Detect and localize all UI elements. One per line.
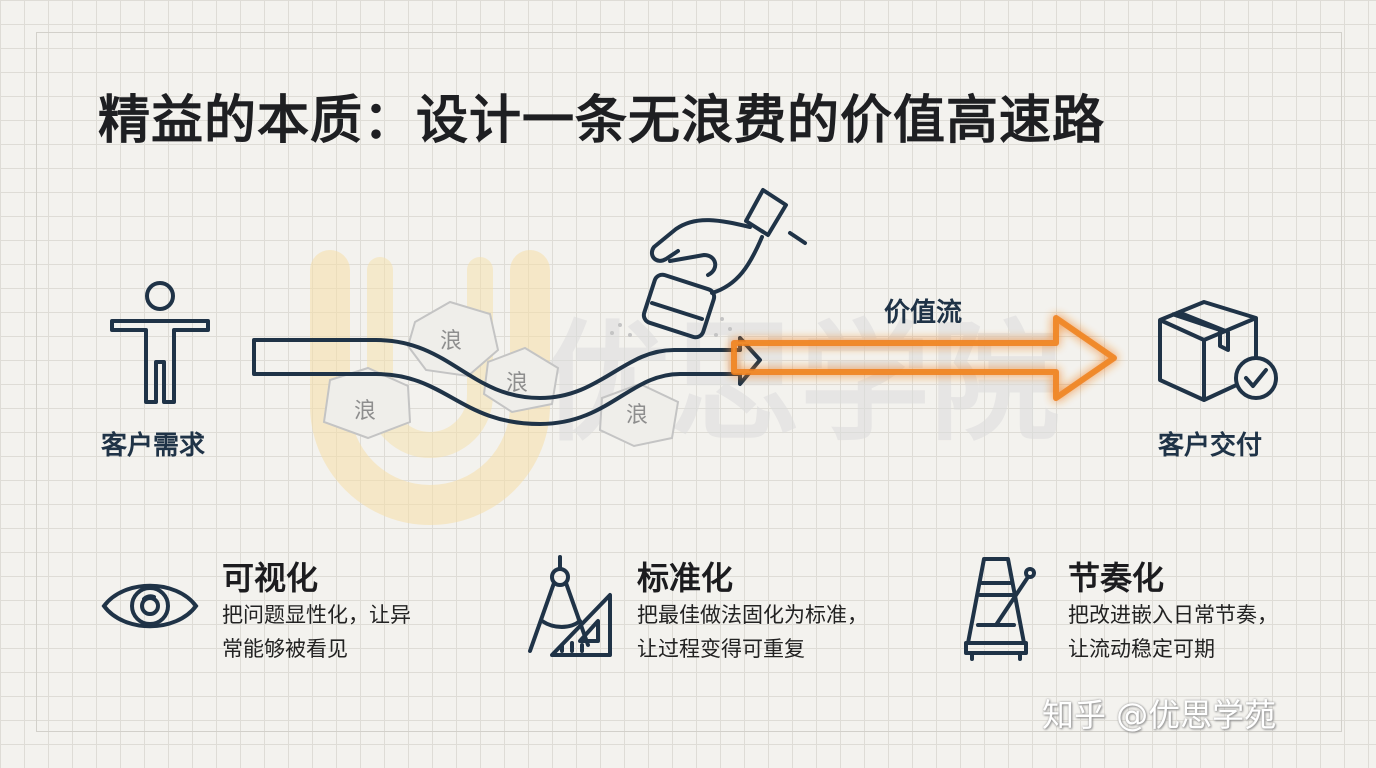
waste-label: 浪 [354,399,376,424]
feature-title-visualization: 可视化 [222,559,319,597]
value-stream-arrow [731,315,1117,401]
compass-ruler-icon [528,555,612,657]
hand-eraser-icon [610,188,807,340]
feature-desc-line: 让流动稳定可期 [1068,637,1215,661]
source-credit: 知乎 @优思学苑 [1042,696,1277,734]
feature-desc-line: 把最佳做法固化为标准， [637,603,868,627]
feature-desc-line: 把问题显性化，让异 [222,603,411,627]
feature-desc-line: 常能够被看见 [222,637,348,661]
value-stream-label: 价值流 [884,298,963,328]
customer-demand-label: 客户需求 [101,431,206,461]
feature-title-rhythm: 节奏化 [1068,559,1165,597]
metronome-icon [964,557,1036,661]
feature-desc-line: 把改进嵌入日常节奏， [1068,603,1278,627]
eye-icon [101,583,199,629]
feature-title-standardization: 标准化 [637,559,734,597]
waste-label: 浪 [626,403,648,428]
feature-desc-standardization: 把最佳做法固化为标准， 让过程变得可重复 [637,598,868,666]
feature-desc-line: 让过程变得可重复 [637,637,805,661]
person-icon [110,281,210,404]
waste-label: 浪 [506,371,528,396]
feature-desc-visualization: 把问题显性化，让异 常能够被看见 [222,598,411,666]
wavy-flow-arrow: 浪 浪 浪 浪 [252,300,762,448]
feature-desc-rhythm: 把改进嵌入日常节奏， 让流动稳定可期 [1068,598,1278,666]
page-title: 精益的本质：设计一条无浪费的价值高速路 [98,91,1106,151]
waste-label: 浪 [440,329,462,354]
customer-delivery-label: 客户交付 [1158,431,1263,461]
package-check-icon [1158,300,1278,402]
